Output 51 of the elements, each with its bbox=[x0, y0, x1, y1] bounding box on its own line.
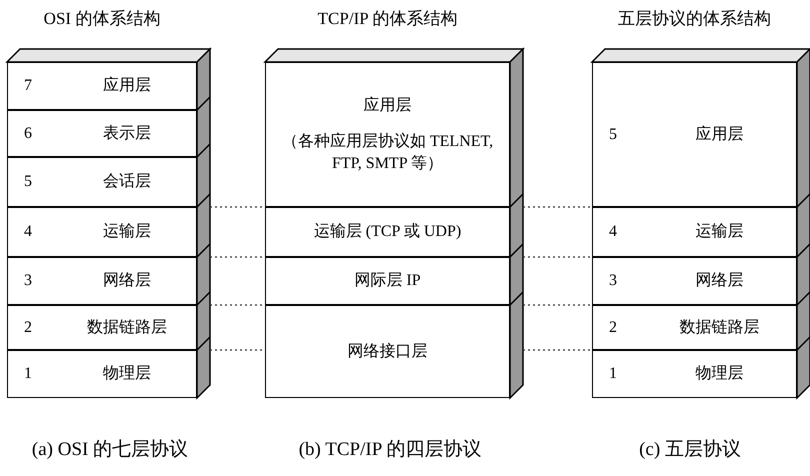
protocol-layer-box bbox=[265, 62, 510, 207]
layer-number: 1 bbox=[24, 364, 32, 384]
layer-name: 数据链路层 bbox=[678, 318, 760, 338]
layer-name: 物理层 bbox=[102, 364, 152, 384]
layer-number: 3 bbox=[24, 271, 32, 291]
layer-name: 表示层 bbox=[102, 124, 152, 144]
protocol-layer-box bbox=[7, 157, 197, 207]
protocol-layer-box bbox=[265, 305, 510, 398]
protocol-layer-box bbox=[265, 257, 510, 305]
layer-number: 6 bbox=[24, 124, 32, 144]
layer-name: 网络接口层 bbox=[348, 342, 428, 362]
layer-number: 5 bbox=[24, 172, 32, 192]
layer-number: 2 bbox=[609, 318, 617, 338]
layer-number: 1 bbox=[609, 364, 617, 384]
figure-caption: (a) OSI 的七层协议 bbox=[30, 438, 190, 462]
layer-name: 应用层 bbox=[364, 96, 412, 116]
layer-name: 网络层 bbox=[102, 271, 152, 291]
column-heading: 五层协议的体系结构 bbox=[617, 8, 772, 30]
protocol-layer-box bbox=[592, 257, 797, 305]
layer-number: 4 bbox=[609, 222, 617, 242]
protocol-layer-box bbox=[7, 350, 197, 398]
protocol-layer-box bbox=[592, 350, 797, 398]
protocol-layer-box bbox=[592, 62, 797, 207]
column-heading: OSI 的体系结构 bbox=[42, 8, 162, 30]
layer-name: 应用层 bbox=[102, 76, 152, 96]
layer-name: 网际层 IP bbox=[354, 271, 421, 291]
protocol-layer-box bbox=[7, 257, 197, 305]
layer-number: 5 bbox=[609, 124, 617, 144]
layer-number: 2 bbox=[24, 318, 32, 338]
layer-name: 网络层 bbox=[694, 271, 744, 291]
protocol-layer-box bbox=[265, 207, 510, 257]
protocol-layer-box bbox=[7, 110, 197, 157]
layer-name: 会话层 bbox=[102, 172, 152, 192]
layer-name: 运输层 (TCP 或 UDP) bbox=[314, 222, 462, 242]
protocol-layer-box bbox=[592, 305, 797, 350]
layer-name: 物理层 bbox=[694, 364, 744, 384]
layer-number: 3 bbox=[609, 271, 617, 291]
protocol-layer-box bbox=[7, 62, 197, 110]
figure-caption: (b) TCP/IP 的四层协议 bbox=[298, 438, 482, 462]
protocol-layer-box bbox=[7, 207, 197, 257]
protocol-layer-box bbox=[7, 305, 197, 350]
layer-name: 运输层 bbox=[694, 222, 744, 242]
layer-name: 数据链路层 bbox=[86, 318, 168, 338]
protocol-layer-box bbox=[592, 207, 797, 257]
layer-name: 运输层 bbox=[102, 222, 152, 242]
layer-number: 7 bbox=[24, 76, 32, 96]
layer-name: 应用层 bbox=[694, 124, 744, 144]
column-heading: TCP/IP 的体系结构 bbox=[316, 8, 458, 30]
layer-number: 4 bbox=[24, 222, 32, 242]
figure-caption: (c) 五层协议 bbox=[638, 438, 742, 462]
layer-name: （各种应用层协议如 TELNET, FTP, SMTP 等） bbox=[280, 132, 494, 174]
